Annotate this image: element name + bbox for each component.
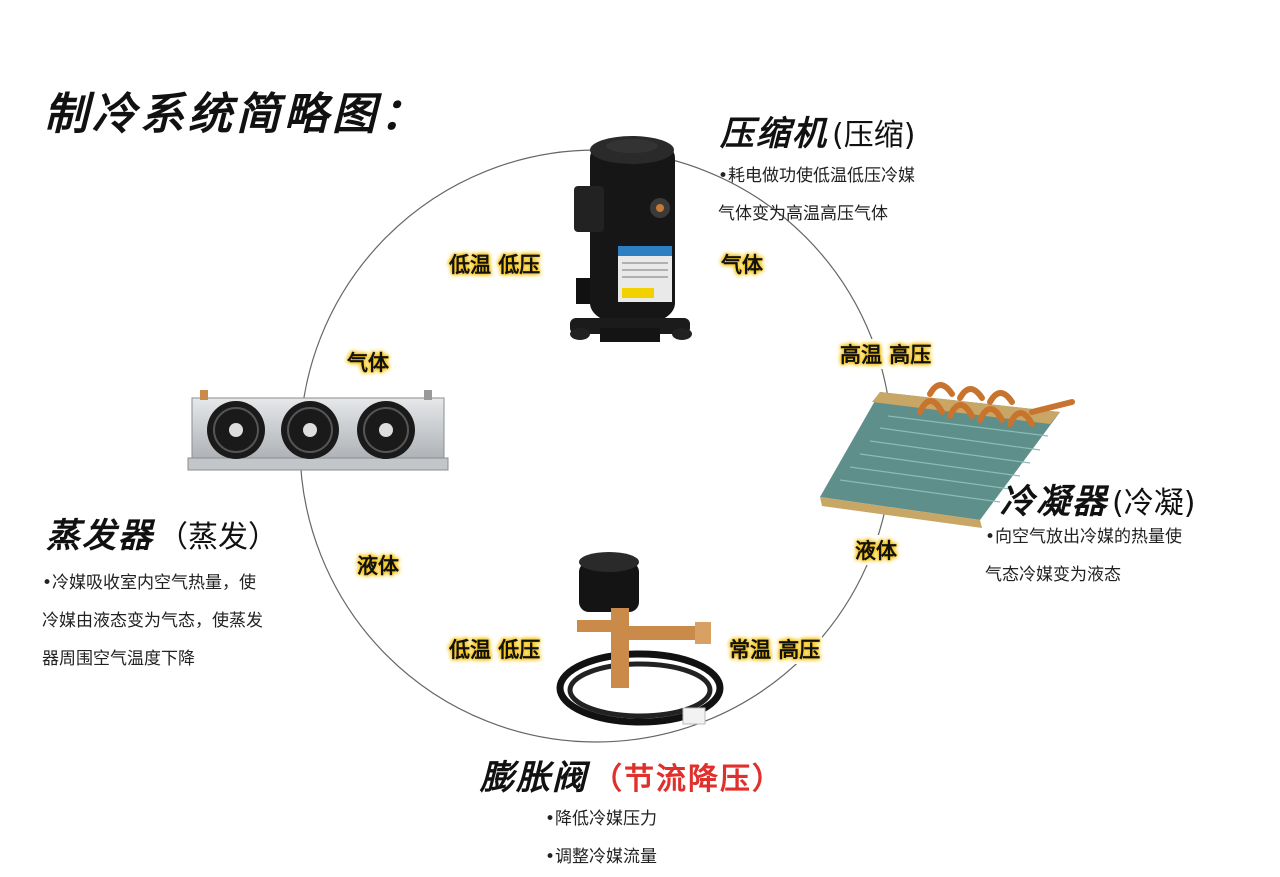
expansion-valve-name: 膨胀阀 — [480, 758, 588, 798]
condenser-function: (冷凝) — [1112, 486, 1196, 521]
label-compressor-out: 气体 — [719, 249, 765, 279]
label-evaporator-in: 液体 — [355, 550, 401, 580]
evaporator-desc-line1: •冷媒吸收室内空气热量，使 — [42, 573, 257, 593]
label-condenser-out: 液体 — [853, 535, 899, 565]
condenser-heading: 冷凝器(冷凝) — [1000, 474, 1195, 523]
evaporator-desc-line3: 器周围空气温度下降 — [42, 649, 195, 669]
evaporator-description: •冷媒吸收室内空气热量，使 冷媒由液态变为气态，使蒸发 器周围空气温度下降 — [42, 564, 263, 678]
expansion-valve-desc-line2: •调整冷媒流量 — [545, 847, 658, 867]
label-valve-in: 常温 高压 — [727, 634, 823, 664]
compressor-heading: 压缩机(压缩) — [720, 106, 915, 155]
label-evaporator-out: 气体 — [345, 347, 391, 377]
condenser-image — [810, 372, 1085, 530]
expansion-valve-desc-line1: •降低冷媒压力 — [545, 809, 658, 829]
expansion-valve-image — [555, 548, 730, 733]
expansion-valve-heading: 膨胀阀（节流降压） — [480, 750, 784, 799]
evaporator-heading: 蒸发器（蒸发） — [46, 508, 278, 557]
compressor-image — [560, 128, 695, 348]
label-condenser-in: 高温 高压 — [838, 339, 934, 369]
condenser-desc-line1: •向空气放出冷媒的热量使 — [985, 527, 1183, 547]
evaporator-name: 蒸发器 — [46, 516, 154, 556]
condenser-description: •向空气放出冷媒的热量使 气态冷媒变为液态 — [985, 518, 1182, 594]
page-title: 制冷系统简略图： — [44, 89, 428, 140]
compressor-function: (压缩) — [832, 118, 916, 153]
expansion-valve-description: •降低冷媒压力 •调整冷媒流量 — [545, 800, 657, 876]
condenser-desc-line2: 气态冷媒变为液态 — [985, 565, 1121, 585]
compressor-desc-line2: 气体变为高温高压气体 — [718, 204, 888, 224]
label-valve-out: 低温 低压 — [447, 634, 543, 664]
compressor-description: •耗电做功使低温低压冷媒 气体变为高温高压气体 — [718, 157, 915, 233]
expansion-valve-function: （节流降压） — [592, 762, 784, 797]
compressor-name: 压缩机 — [720, 114, 828, 154]
label-compressor-in: 低温 低压 — [447, 249, 543, 279]
evaporator-desc-line2: 冷媒由液态变为气态，使蒸发 — [42, 611, 263, 631]
condenser-name: 冷凝器 — [1000, 482, 1108, 522]
compressor-desc-line1: •耗电做功使低温低压冷媒 — [718, 166, 916, 186]
evaporator-function: （蒸发） — [158, 520, 278, 555]
evaporator-image — [186, 388, 450, 478]
